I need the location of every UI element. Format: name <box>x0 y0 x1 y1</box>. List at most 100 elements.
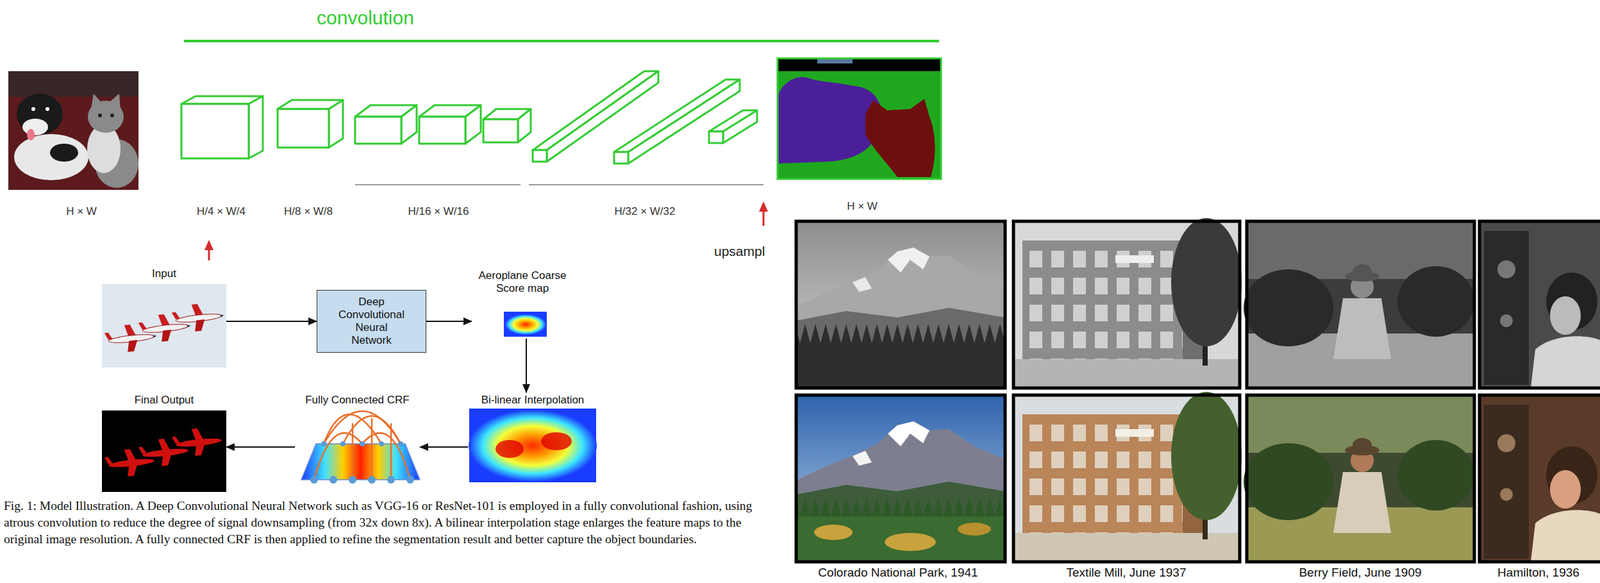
flow-arrow <box>426 320 472 322</box>
mountain-photo-gray <box>796 221 1006 388</box>
photo-frame-part <box>1246 221 1475 388</box>
airplane-photo-part <box>137 311 193 344</box>
red-arrow-part <box>762 206 765 226</box>
image-panel: Input <box>101 265 227 368</box>
label-anchor: Textile Mill, June 1937 <box>1066 565 1187 580</box>
node-label: Deep Convolutional Neural Network <box>334 295 409 347</box>
photo-caption: Colorado National Park, 1941 <box>817 565 978 580</box>
step-label: upsampl <box>714 243 765 259</box>
input-photo-part <box>50 143 79 162</box>
label-anchor: Hamilton, 1936 <box>1497 565 1580 580</box>
photo-caption: Hamilton, 1936 <box>1497 565 1580 580</box>
photo-caption: Berry Field, June 1909 <box>1298 565 1422 580</box>
image-panel: Aeroplane Coarse Score map <box>471 267 574 339</box>
factory-photo-color <box>1479 394 1600 562</box>
input-photo-part <box>45 107 50 111</box>
mountain-photo-color-part <box>884 532 936 551</box>
feature-map-box-part <box>532 150 547 162</box>
mill-photo-color-part <box>1115 428 1154 437</box>
mill-photo-gray-part <box>1171 217 1242 347</box>
mountain-photo-gray-part <box>796 323 1006 343</box>
feature-map-box-part <box>401 105 417 144</box>
mountain-photo-gray-part <box>796 221 1006 388</box>
input-photo-part <box>8 71 139 190</box>
feature-map-box-part <box>181 103 249 159</box>
crf-graphic-part <box>314 410 411 480</box>
factory-photo-color-part <box>1530 509 1600 562</box>
process-box: Deep Convolutional Neural Network <box>316 289 427 353</box>
field-photo-color-part <box>1243 442 1334 520</box>
bracket-line <box>355 183 764 186</box>
node-label: Bi-linear Interpolation <box>481 393 585 407</box>
mountain-photo-color-part <box>796 481 1006 517</box>
feature-map-box <box>181 71 758 164</box>
photo-frame-part <box>796 394 1006 562</box>
photo-frame <box>796 221 1600 562</box>
photo-frame-part <box>1013 394 1240 562</box>
image-panel: Bi-linear Interpolation <box>467 392 598 484</box>
airplane-photo-part <box>103 321 159 354</box>
mountain-photo-gray-part <box>796 307 1006 343</box>
label-anchor: H/8 × W/8 <box>283 205 333 218</box>
label-anchor: H × W <box>846 200 878 213</box>
label-anchor: Colorado National Park, 1941 <box>817 565 978 580</box>
segmentation-output-part <box>777 58 942 179</box>
field-photo-gray-part <box>1333 298 1392 359</box>
photo-frame-part <box>796 221 1006 388</box>
flow-arrow <box>226 446 295 448</box>
airplane-photo-part <box>101 283 227 368</box>
bracket-line-part <box>355 183 521 186</box>
mountain-photo-color-part <box>814 524 853 540</box>
interpolated-map <box>468 408 597 483</box>
crf-graphic-part-part <box>359 441 365 447</box>
node-label: Aeroplane Coarse Score map <box>474 269 571 295</box>
interpolated-map-part <box>469 408 597 483</box>
factory-photo-gray-part <box>1479 221 1600 388</box>
photo-frame-part <box>1013 221 1240 388</box>
resolution-label: H/16 × W/16 <box>408 205 470 218</box>
label-anchor: H × W <box>66 205 97 218</box>
mountain-photo-color <box>796 394 1006 562</box>
score-map <box>503 311 547 337</box>
factory-photo-gray <box>1479 221 1600 388</box>
mill-photo-gray <box>1013 217 1242 388</box>
segmentation-output-part <box>777 58 942 179</box>
crf-graphic-part-part <box>323 410 401 444</box>
field-photo-gray <box>1243 221 1475 388</box>
crf-graphic-part-part <box>378 441 384 447</box>
red-arrow-part <box>208 244 211 261</box>
segmentation-output-part <box>865 98 936 177</box>
mountain-photo-color-part <box>852 450 872 466</box>
input-photo-part <box>8 71 139 97</box>
crf-graphic-part-part <box>321 441 327 447</box>
segmentation-output <box>777 58 942 179</box>
resolution-label: H/8 × W/8 <box>283 205 333 218</box>
feature-map-box-part <box>277 108 329 148</box>
factory-photo-color-part <box>1479 394 1600 562</box>
figure-caption: Fig. 1: Model Illustration. A Deep Convo… <box>3 497 761 548</box>
mountain-photo-color-part <box>796 516 1006 562</box>
photo-caption: Textile Mill, June 1937 <box>1066 565 1187 580</box>
input-photo-part <box>31 107 36 111</box>
label-anchor: H/32 × W/32 <box>614 205 676 218</box>
resolution-label: H/32 × W/32 <box>614 205 676 218</box>
factory-photo-color-part <box>1550 469 1581 509</box>
crf-graphic <box>301 410 420 484</box>
factory-photo-gray-part <box>1483 230 1529 385</box>
image-panel: Fully Connected CRF <box>294 392 420 484</box>
interpolated-map-part <box>495 439 524 458</box>
feature-map-box-part <box>628 79 740 164</box>
crf-graphic-part-part <box>398 441 404 447</box>
field-photo-gray-part <box>1352 264 1372 279</box>
factory-photo-color-part <box>1483 404 1529 559</box>
mountain-photo-color-part <box>957 522 992 536</box>
input-photo-part <box>110 113 115 118</box>
crf-graphic-part-part <box>348 475 357 484</box>
mill-photo-gray-part <box>1022 240 1183 359</box>
label-anchor: convolution <box>316 7 415 29</box>
feature-map-box-part <box>465 105 481 144</box>
input-photo-part <box>22 118 49 136</box>
crf-graphic-part-part <box>367 475 376 484</box>
feature-map-box-part <box>419 116 466 144</box>
